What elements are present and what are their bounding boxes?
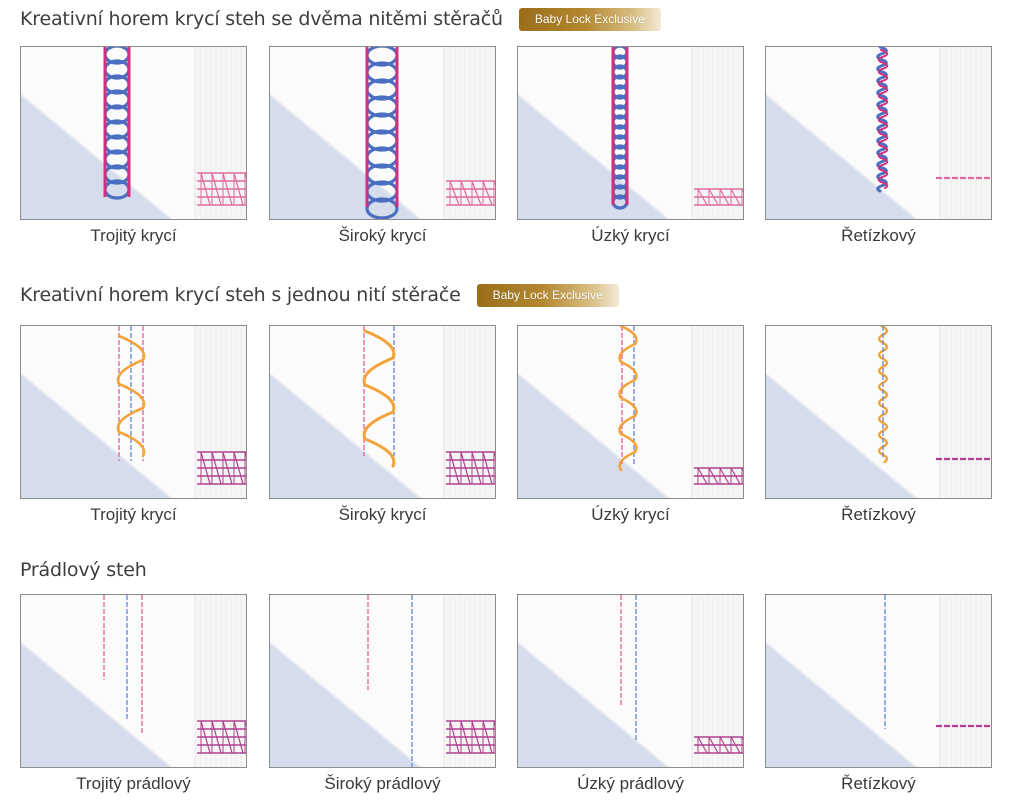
section-title: Kreativní horem krycí steh se dvěma nitě… (20, 8, 503, 30)
lingerie-chain-stitch-sample-icon (766, 595, 991, 767)
stitch-sample-image (269, 594, 496, 768)
section-title: Kreativní horem krycí steh s jednou nití… (20, 284, 461, 306)
stitch-caption: Trojitý krycí (90, 505, 177, 524)
stitch-card-triple-lingerie[interactable]: Trojitý prádlový (20, 594, 247, 794)
exclusive-badge: Baby Lock Exclusive (518, 7, 661, 31)
section-header: Kreativní horem krycí steh s jednou nití… (20, 280, 619, 310)
stitch-caption: Úzký krycí (591, 505, 670, 524)
stitch-sample-image (765, 594, 992, 768)
stitch-caption: Úzký krycí (591, 226, 670, 245)
stitch-sample-image (765, 325, 992, 499)
stitch-sample-image (517, 46, 744, 220)
stitch-card-narrow-lingerie[interactable]: Úzký prádlový (517, 594, 744, 794)
two-thread-triple-cover-stitch-sample-icon (21, 47, 246, 219)
two-thread-chain-stitch-sample-icon (766, 47, 991, 219)
stitch-sample-image (765, 46, 992, 220)
two-thread-wide-cover-stitch-sample-icon (270, 47, 495, 219)
section-header: Prádlový steh (20, 555, 147, 585)
stitch-caption: Široký krycí (338, 226, 427, 245)
stitch-sample-image (269, 46, 496, 220)
stitch-card-wide-cover[interactable]: Široký krycí (269, 46, 496, 246)
stitch-caption: Řetízkový (841, 505, 916, 524)
stitch-card-wide-cover[interactable]: Široký krycí (269, 325, 496, 525)
one-thread-narrow-cover-stitch-sample-icon (518, 326, 743, 498)
stitch-card-triple-cover[interactable]: Trojitý krycí (20, 325, 247, 525)
stitch-card-chain[interactable]: Řetízkový (765, 325, 992, 525)
stitch-card-chain[interactable]: Řetízkový (765, 594, 992, 794)
stitch-sample-image (20, 594, 247, 768)
stitch-card-narrow-cover[interactable]: Úzký krycí (517, 46, 744, 246)
stitch-caption: Široký prádlový (324, 774, 441, 793)
stitch-caption: Řetízkový (841, 774, 916, 793)
stitch-card-triple-cover[interactable]: Trojitý krycí (20, 46, 247, 246)
stitch-card-chain[interactable]: Řetízkový (765, 46, 992, 246)
stitch-caption: Trojitý prádlový (76, 774, 191, 793)
stitch-sample-image (20, 46, 247, 220)
stitch-card-narrow-cover[interactable]: Úzký krycí (517, 325, 744, 525)
section-title: Prádlový steh (20, 559, 147, 581)
stitch-caption: Řetízkový (841, 226, 916, 245)
stitch-sample-image (269, 325, 496, 499)
stitch-caption: Trojitý krycí (90, 226, 177, 245)
stitch-caption: Široký krycí (338, 505, 427, 524)
stitch-caption: Úzký prádlový (577, 774, 684, 793)
stitch-sample-image (517, 594, 744, 768)
one-thread-chain-stitch-sample-icon (766, 326, 991, 498)
exclusive-badge: Baby Lock Exclusive (476, 283, 619, 307)
triple-lingerie-stitch-sample-icon (21, 595, 246, 767)
one-thread-wide-cover-stitch-sample-icon (270, 326, 495, 498)
stitch-sample-image (517, 325, 744, 499)
stitch-sample-image (20, 325, 247, 499)
one-thread-triple-cover-stitch-sample-icon (21, 326, 246, 498)
narrow-lingerie-stitch-sample-icon (518, 595, 743, 767)
stitch-card-wide-lingerie[interactable]: Široký prádlový (269, 594, 496, 794)
wide-lingerie-stitch-sample-icon (270, 595, 495, 767)
two-thread-narrow-cover-stitch-sample-icon (518, 47, 743, 219)
section-header: Kreativní horem krycí steh se dvěma nitě… (20, 4, 661, 34)
